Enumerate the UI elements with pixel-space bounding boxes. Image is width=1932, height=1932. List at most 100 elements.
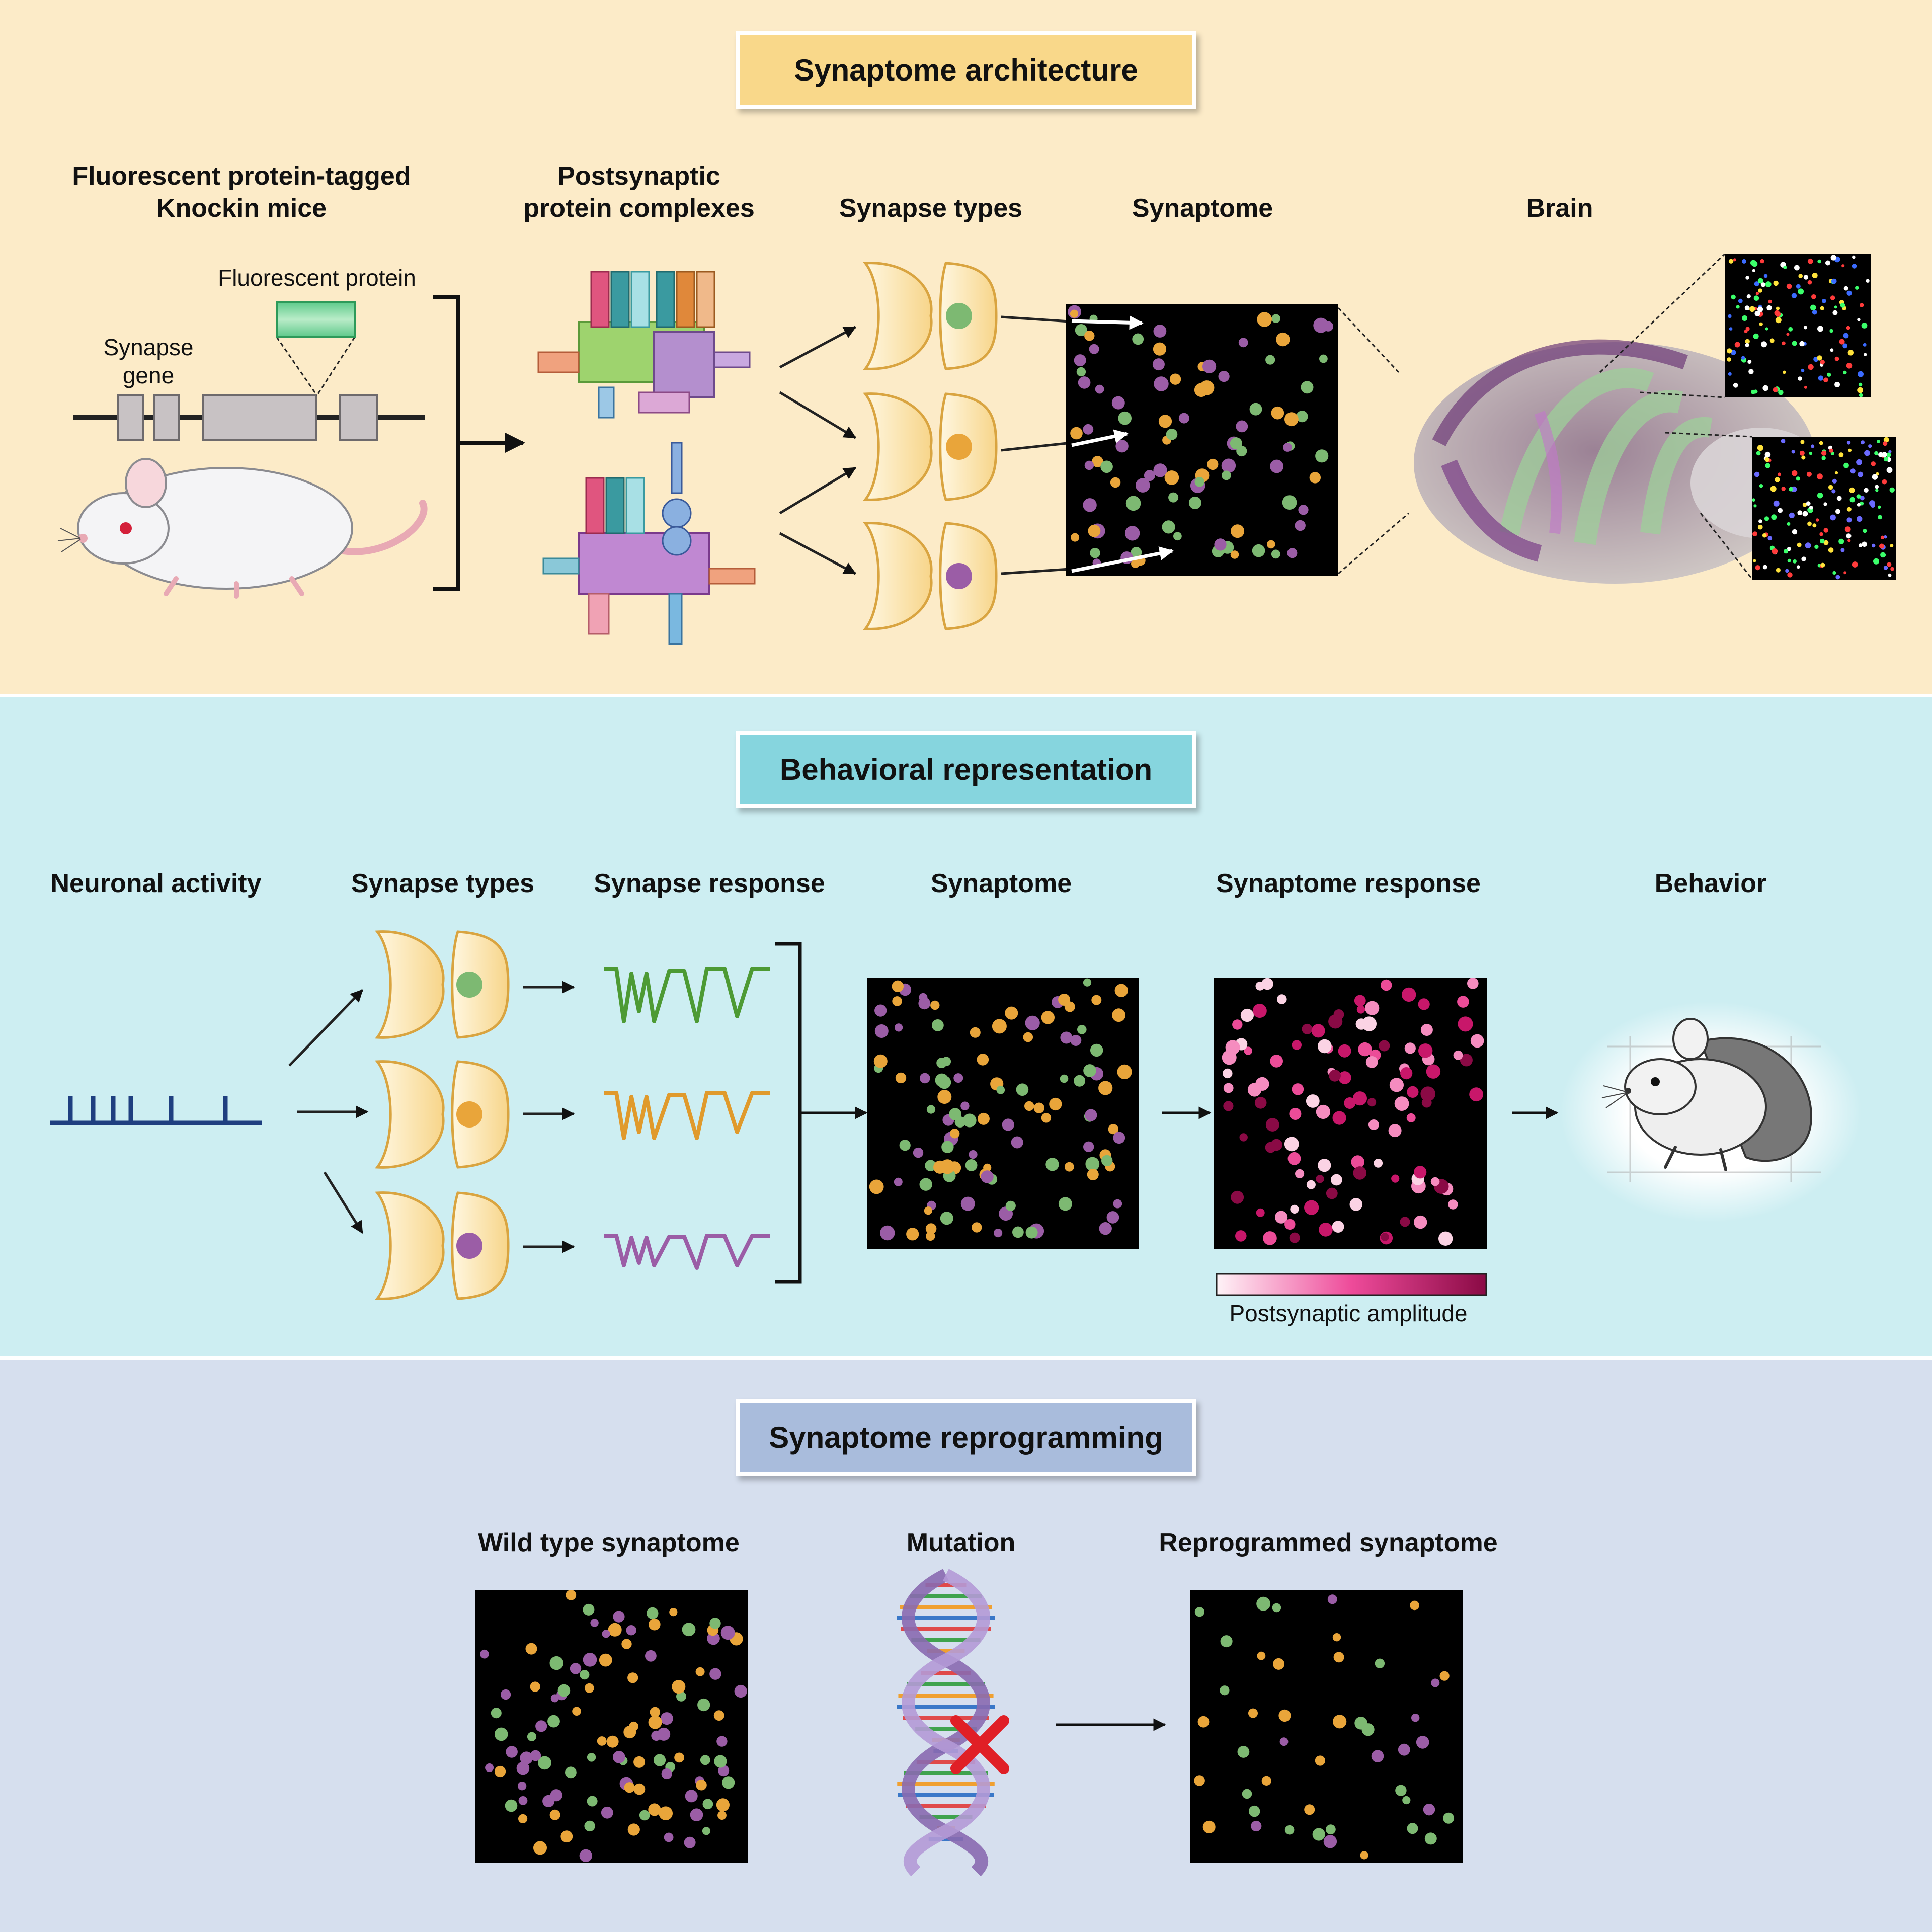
synapse-punctum xyxy=(1085,1109,1097,1121)
zoom-punctum xyxy=(1733,258,1736,262)
response-punctum xyxy=(1351,1155,1364,1169)
activity-to-types-arrows xyxy=(288,989,369,1234)
synapse-punctum xyxy=(1025,1015,1040,1030)
synapse-punctum xyxy=(1284,1825,1295,1835)
zoom-punctum xyxy=(1778,390,1784,395)
synapse-punctum xyxy=(1410,1600,1419,1611)
synapse-punctum xyxy=(1326,1824,1336,1835)
synapse-punctum xyxy=(734,1684,747,1698)
zoom-punctum xyxy=(1728,314,1732,318)
response-punctum xyxy=(1265,1118,1279,1132)
synapse-punctum xyxy=(1424,1832,1437,1845)
synapse-punctum xyxy=(1083,424,1094,435)
orange-response-trace xyxy=(604,1091,770,1140)
zoom-punctum xyxy=(1856,494,1861,499)
synapse-punctum xyxy=(1115,440,1129,453)
synapse-punctum xyxy=(1249,403,1262,416)
response-punctum xyxy=(1332,1111,1346,1125)
response-punctum xyxy=(1356,1005,1365,1014)
response-punctum xyxy=(1458,1016,1473,1032)
synapse-punctum xyxy=(1178,413,1189,424)
zoom-punctum xyxy=(1846,290,1852,296)
zoom-punctum xyxy=(1841,264,1845,268)
synapse-punctum xyxy=(1230,550,1239,559)
synapse-punctum xyxy=(1111,396,1125,410)
zoom-punctum xyxy=(1858,543,1863,547)
zoom-punctum xyxy=(1860,501,1864,506)
synapse-punctum xyxy=(1087,1169,1099,1180)
synapse-punctum xyxy=(1278,1709,1291,1722)
synapse-punctum xyxy=(584,1820,595,1832)
response-punctum xyxy=(1263,1231,1277,1245)
synapse-punctum xyxy=(621,1639,632,1649)
response-punctum xyxy=(1418,998,1430,1010)
response-punctum xyxy=(1232,1019,1243,1030)
synapse-punctum xyxy=(935,1073,949,1087)
zoom-punctum xyxy=(1744,305,1750,310)
response-punctum xyxy=(1367,1098,1377,1107)
synapse-punctum xyxy=(639,1810,650,1821)
zoom-punctum xyxy=(1830,514,1836,521)
response-punctum xyxy=(1414,1215,1427,1229)
zoom-punctum xyxy=(1823,540,1829,545)
zoom-punctum xyxy=(1759,484,1763,488)
synapse-punctum xyxy=(648,1715,662,1729)
response-punctum xyxy=(1381,1233,1389,1241)
zoom-punctum xyxy=(1880,535,1885,540)
zoom-punctum xyxy=(1753,504,1757,508)
dna-helix xyxy=(897,1569,995,1877)
zoom-punctum xyxy=(1801,455,1806,460)
synapse-punctum xyxy=(1332,1633,1341,1642)
synapse-punctum xyxy=(874,1024,889,1038)
zoom-punctum xyxy=(1861,323,1868,329)
zoom-punctum xyxy=(1871,461,1876,466)
synapse-punctum xyxy=(919,1178,932,1191)
synapse-punctum xyxy=(1309,472,1321,484)
zoom-punctum xyxy=(1889,487,1895,493)
complexes-label-line2: protein complexes xyxy=(523,194,755,223)
zoom-punctum xyxy=(1727,357,1731,362)
response-punctum xyxy=(1389,1078,1404,1092)
synapse-punctum xyxy=(960,1196,975,1211)
synapse-punctum xyxy=(1272,1603,1281,1613)
response-punctum xyxy=(1332,1221,1344,1233)
synapse-punctum xyxy=(1049,1097,1062,1111)
zoom-punctum xyxy=(1820,360,1825,365)
fluorescent-protein-label: Fluorescent protein xyxy=(218,265,416,291)
synapse-punctum xyxy=(937,1090,952,1104)
synapse-punctum xyxy=(713,1710,725,1721)
synapse-punctum xyxy=(1256,1596,1271,1611)
synapse-punctum xyxy=(669,1608,678,1617)
synapse-punctum xyxy=(1045,1158,1059,1171)
synapse-punctum xyxy=(1202,359,1217,373)
zoom-punctum xyxy=(1873,558,1879,565)
zoom-punctum xyxy=(1796,565,1800,569)
zoom-punctum xyxy=(1843,286,1848,291)
spike-train xyxy=(50,1096,262,1125)
synapse-punctum xyxy=(1011,1136,1023,1149)
zoom-punctum xyxy=(1834,471,1838,475)
synapse-punctum xyxy=(1407,1823,1418,1834)
zoom-punctum xyxy=(1758,519,1762,523)
zoom-punctum xyxy=(1781,439,1786,444)
synapse-punctum xyxy=(895,1072,907,1084)
synapse-punctum xyxy=(1132,333,1144,345)
zoom-punctum xyxy=(1810,304,1816,311)
synapse-punctum xyxy=(953,1073,963,1083)
synapse-punctum xyxy=(1071,533,1080,542)
synapse-response-label: Synapse response xyxy=(594,869,825,898)
zoom-punctum xyxy=(1775,317,1782,324)
synapse-punctum xyxy=(1301,381,1314,394)
zoom-punctum xyxy=(1817,259,1821,264)
synapse-punctum xyxy=(557,1684,571,1697)
synapse-punctum xyxy=(1153,325,1167,338)
synapse-punctum xyxy=(933,1160,947,1174)
zoom-punctum xyxy=(1764,451,1771,458)
zoom-punctum xyxy=(1843,333,1849,339)
zoom-punctum xyxy=(1773,280,1779,286)
synapse-punctum xyxy=(709,1618,721,1629)
synapse-punctum xyxy=(695,1667,705,1676)
synapse-punctum xyxy=(1024,1101,1034,1111)
synapse-punctum xyxy=(682,1623,696,1637)
zoom-punctum xyxy=(1787,558,1791,562)
